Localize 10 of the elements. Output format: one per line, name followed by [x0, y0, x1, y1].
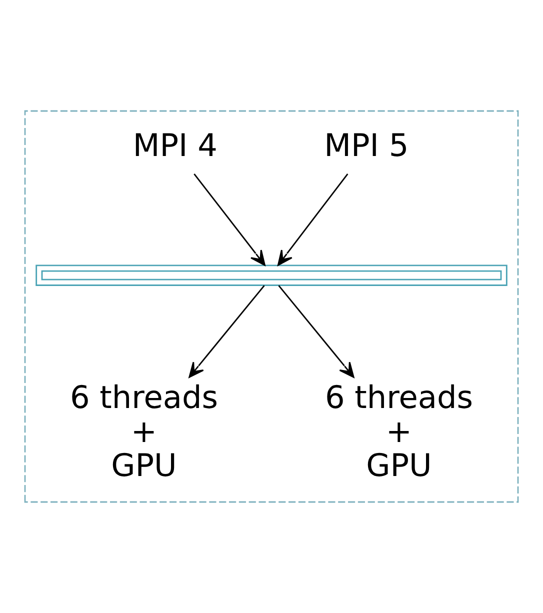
arrow [278, 285, 354, 378]
node-text: MPI 5 [324, 128, 409, 164]
node-text: 6 threads + GPU [70, 380, 218, 484]
arrow [277, 173, 348, 266]
arrow [194, 173, 266, 266]
node-text: MPI 4 [132, 128, 218, 164]
cluster [24, 110, 519, 503]
node-text: 6 threads + GPU [324, 380, 474, 484]
node-bar [36, 264, 508, 286]
arrow [188, 285, 265, 378]
